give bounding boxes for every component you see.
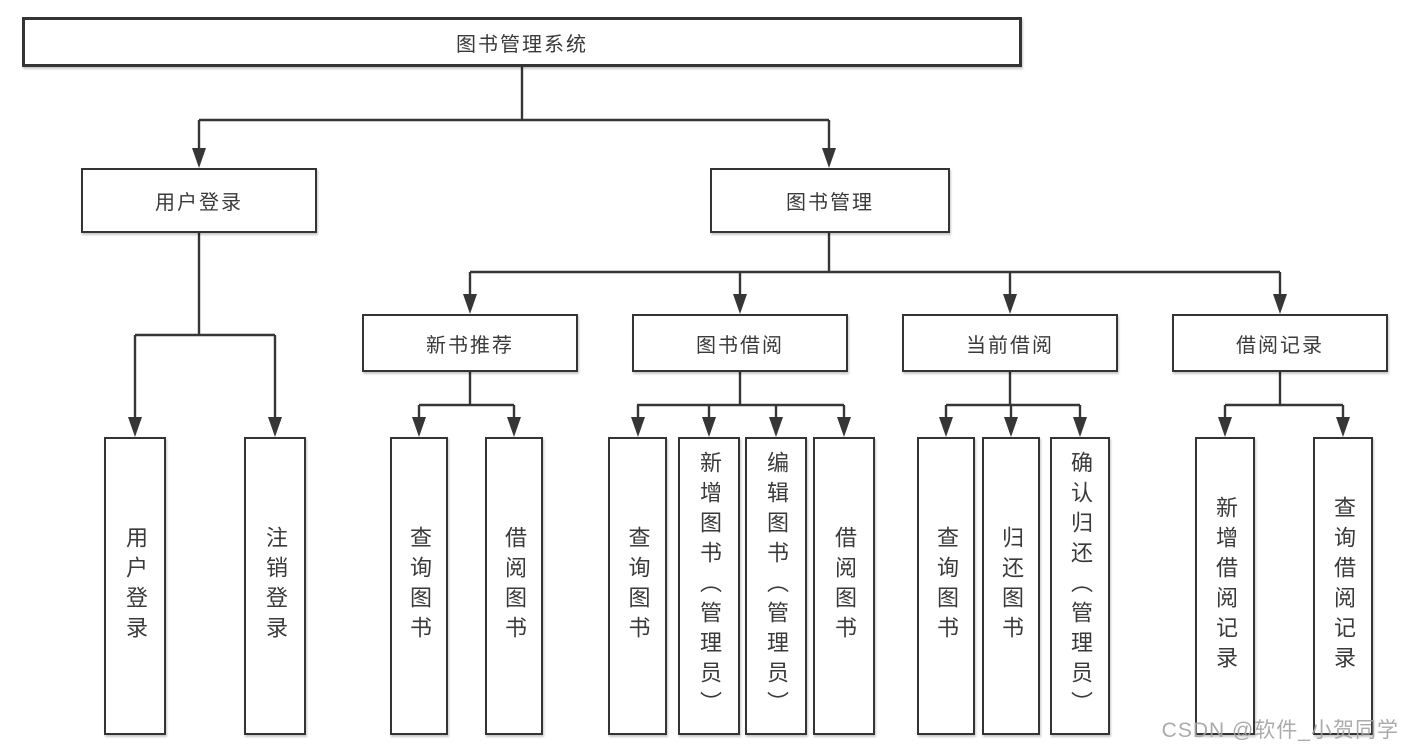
node-leaf-borrow-book-recommend-label: 借阅图书 [502, 526, 527, 646]
node-book-borrowing: 图书借阅 [632, 314, 848, 372]
node-book-borrowing-label: 图书借阅 [696, 334, 784, 357]
node-leaf-query-borrow-record-label: 查询借阅记录 [1331, 496, 1356, 676]
node-leaf-add-borrow-record-label: 新增借阅记录 [1213, 496, 1238, 676]
node-leaf-user-login: 用户登录 [104, 437, 166, 735]
node-leaf-query-borrow-record: 查询借阅记录 [1313, 437, 1373, 735]
node-new-book-recommend: 新书推荐 [362, 314, 578, 372]
node-library-system-label: 图书管理系统 [456, 33, 588, 56]
node-leaf-return-book: 归还图书 [982, 437, 1040, 735]
node-current-borrowing: 当前借阅 [902, 314, 1118, 372]
node-new-book-recommend-label: 新书推荐 [426, 334, 514, 357]
node-leaf-query-book-borrow: 查询图书 [608, 437, 667, 735]
node-leaf-query-book-current-label: 查询图书 [934, 526, 959, 646]
node-leaf-logout-label: 注销登录 [263, 526, 288, 646]
node-leaf-add-book-admin: 新增图书（管理员） [678, 437, 740, 735]
node-leaf-return-book-label: 归还图书 [999, 526, 1024, 646]
node-leaf-borrow-book: 借阅图书 [813, 437, 875, 735]
node-leaf-edit-book-admin-label: 编辑图书（管理员） [764, 451, 789, 721]
node-leaf-confirm-return-admin-label: 确认归还（管理员） [1068, 451, 1093, 721]
node-leaf-user-login-label: 用户登录 [123, 526, 148, 646]
node-leaf-add-book-admin-label: 新增图书（管理员） [697, 451, 722, 721]
node-user-login: 用户登录 [81, 168, 317, 233]
arrowheads [128, 148, 1350, 437]
watermark: CSDN @软件_小贺同学 [1161, 719, 1399, 742]
node-leaf-query-book-recommend-label: 查询图书 [407, 526, 432, 646]
node-book-management-label: 图书管理 [786, 192, 874, 214]
node-leaf-query-book-recommend: 查询图书 [390, 437, 448, 735]
node-leaf-borrow-book-label: 借阅图书 [832, 526, 857, 646]
node-book-management: 图书管理 [710, 168, 950, 233]
node-borrowing-records: 借阅记录 [1172, 314, 1388, 372]
node-leaf-edit-book-admin: 编辑图书（管理员） [745, 437, 807, 735]
node-leaf-borrow-book-recommend: 借阅图书 [485, 437, 543, 735]
node-current-borrowing-label: 当前借阅 [966, 334, 1054, 357]
node-leaf-query-book-borrow-label: 查询图书 [625, 526, 651, 646]
node-leaf-confirm-return-admin: 确认归还（管理员） [1050, 437, 1110, 735]
node-borrowing-records-label: 借阅记录 [1236, 334, 1324, 357]
node-leaf-add-borrow-record: 新增借阅记录 [1195, 437, 1255, 735]
node-user-login-label: 用户登录 [155, 192, 243, 214]
node-library-system: 图书管理系统 [22, 17, 1022, 67]
node-leaf-logout: 注销登录 [244, 437, 306, 735]
node-leaf-query-book-current: 查询图书 [917, 437, 975, 735]
